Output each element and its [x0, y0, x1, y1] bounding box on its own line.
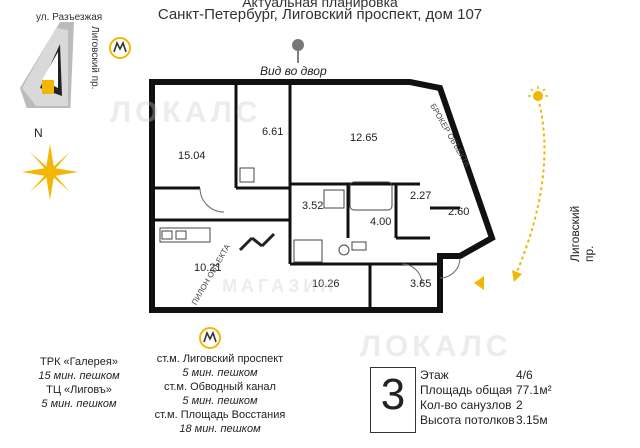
room-area: 6.61	[262, 126, 284, 138]
street-side-label: Лиговский пр.	[89, 26, 100, 90]
place-name: ТЦ «Лиговъ»	[46, 384, 112, 396]
room-area: 4.00	[370, 216, 392, 228]
location-map	[20, 22, 74, 108]
info-row: Площадь общая 77.1м²	[420, 383, 620, 398]
walk-time: 5 мин. пешком	[41, 398, 117, 410]
room-area: 3.65	[410, 278, 432, 290]
room-area: 12.65	[350, 132, 378, 144]
apartment-info: Этаж 4/6 Площадь общая 77.1м² Кол-во сан…	[420, 368, 620, 428]
info-label: Высота потолков	[420, 413, 515, 427]
metro-icon	[109, 37, 131, 59]
street-top-label: ул. Разъезжая	[36, 12, 103, 23]
walk-time: 5 мин. пешком	[182, 367, 258, 379]
walk-time: 15 мин. пешком	[38, 370, 120, 382]
info-row: Кол-во санузлов 2	[420, 398, 620, 413]
info-value: 3.15м	[516, 413, 548, 427]
info-label: Этаж	[420, 368, 449, 382]
pin-icon	[292, 39, 304, 63]
info-label: Площадь общая	[420, 383, 513, 397]
rooms-count-box	[370, 367, 416, 433]
view-label: Вид во двор	[260, 64, 327, 78]
info-label: Кол-во санузлов	[420, 398, 512, 412]
station-name: ст.м. Лиговский проспект	[156, 353, 284, 365]
sun-path-icon	[512, 86, 548, 282]
info-value: 77.1м²	[516, 383, 552, 397]
info-row: Высота потолков 3.15м	[420, 413, 620, 428]
room-area: 3.52	[302, 200, 324, 212]
floor-plan	[149, 79, 496, 313]
north-label: N	[34, 126, 43, 140]
room-area: 2.27	[410, 190, 432, 202]
walk-time: 18 мин. пешком	[179, 423, 261, 435]
room-area: 10.26	[312, 278, 340, 290]
directions-left: ТРК «Галерея» 15 мин. пешком ТЦ «Лиговъ»…	[24, 355, 134, 411]
room-area: 10.21	[194, 262, 222, 274]
watermark: ЛОКАЛС	[360, 330, 512, 363]
compass-icon	[22, 144, 78, 200]
street-right-label: Лиговский пр.	[568, 205, 596, 262]
room-area: 2.60	[448, 206, 470, 218]
rooms-count: 3	[380, 370, 406, 419]
station-name: ст.м. Обводный канал	[164, 381, 276, 393]
info-row: Этаж 4/6	[420, 368, 620, 383]
watermark: МАГАЗИН	[222, 276, 338, 296]
walk-time: 5 мин. пешком	[182, 395, 258, 407]
place-name: ТРК «Галерея»	[40, 356, 118, 368]
room-area: 15.04	[178, 150, 206, 162]
header-line1: Актуальная планировка	[242, 0, 398, 10]
metro-icon	[199, 327, 221, 349]
station-name: ст.м. Площадь Восстания	[154, 409, 286, 421]
watermark: ЛОКАЛС	[110, 96, 262, 129]
info-value: 2	[516, 398, 523, 412]
info-value: 4/6	[516, 368, 533, 382]
entrance-arrow-icon	[474, 276, 484, 290]
directions-center: ст.м. Лиговский проспект 5 мин. пешком с…	[140, 352, 300, 436]
address-title: Санкт-Петербург, Лиговский проспект, дом…	[157, 6, 483, 23]
